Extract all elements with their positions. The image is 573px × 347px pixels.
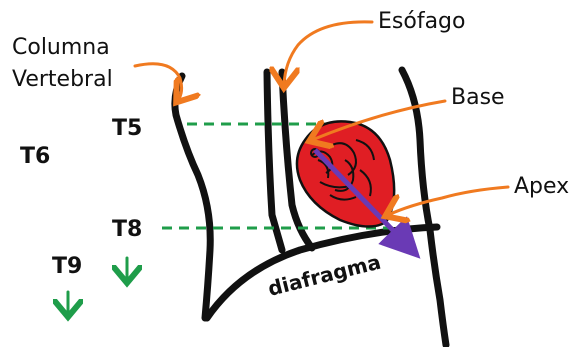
label-columna-line1: Columna — [12, 35, 110, 60]
label-t9: T9 — [52, 254, 82, 279]
label-columna-line2: Vertebral — [12, 67, 113, 92]
esophagus-left-wall — [267, 72, 282, 250]
label-t5: T5 — [112, 116, 142, 141]
label-esofago: Esófago — [378, 9, 465, 34]
spine-outline — [175, 76, 210, 318]
label-apex: Apex — [514, 174, 569, 199]
apex-arrow — [388, 187, 508, 215]
label-base: Base — [451, 85, 505, 110]
esofago-arrow — [284, 22, 372, 85]
heart-body — [297, 121, 394, 226]
label-t6: T6 — [20, 144, 50, 169]
label-t8: T8 — [112, 217, 142, 242]
heart — [297, 121, 394, 226]
